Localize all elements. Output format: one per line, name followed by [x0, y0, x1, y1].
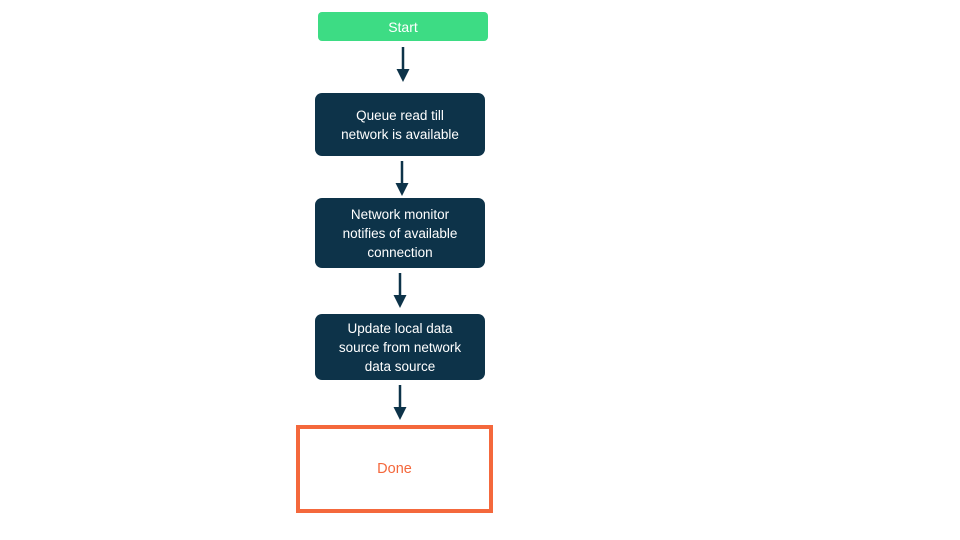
- flow-node-queue-read: Queue read till network is available: [315, 93, 485, 156]
- flow-node-start: Start: [318, 12, 488, 41]
- flow-node-update-local-data: Update local data source from network da…: [315, 314, 485, 380]
- flow-node-done: Done: [296, 425, 493, 513]
- arrow-down-icon: [393, 273, 407, 308]
- arrow-down-icon: [396, 47, 410, 82]
- arrow-down-icon: [395, 161, 409, 196]
- arrow-down-icon: [393, 385, 407, 420]
- flow-node-network-monitor: Network monitor notifies of available co…: [315, 198, 485, 268]
